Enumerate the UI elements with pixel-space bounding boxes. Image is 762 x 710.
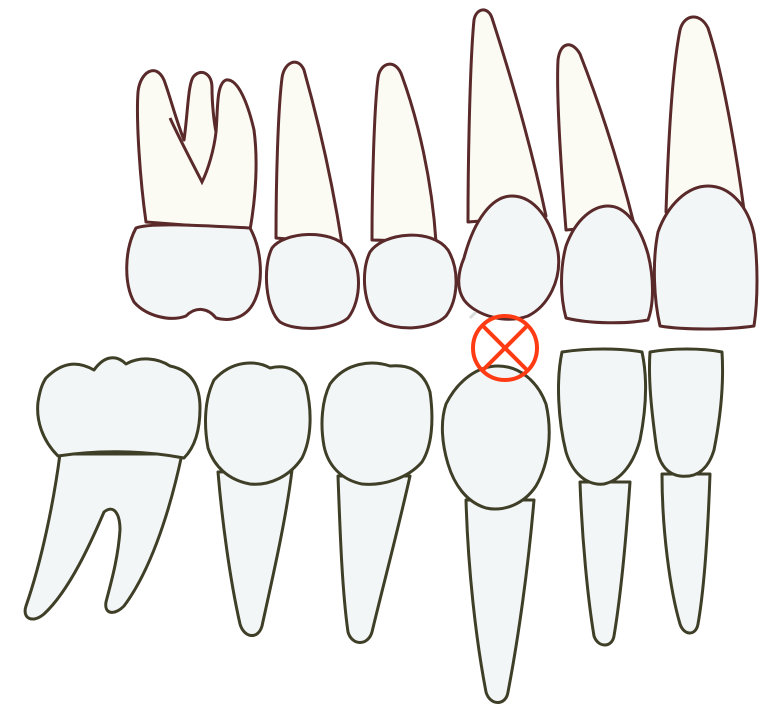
upper-first-molar-root	[137, 71, 256, 230]
lower-lateral-incisor-root	[580, 482, 630, 645]
lower-canine	[442, 366, 549, 703]
upper-first-molar-crown	[127, 225, 261, 320]
lower-arch	[25, 349, 722, 703]
upper-central-incisor	[654, 17, 757, 329]
lower-central-incisor	[649, 349, 722, 633]
lower-lateral-incisor	[559, 349, 646, 645]
lower-first-premolar-crown	[322, 363, 432, 484]
upper-second-premolar-crown	[266, 234, 358, 328]
upper-canine	[459, 10, 559, 319]
upper-central-incisor-root	[666, 17, 744, 212]
lower-first-premolar-root	[338, 476, 410, 643]
upper-first-premolar	[364, 64, 456, 328]
lower-first-molar-crown	[38, 358, 200, 458]
lower-lateral-incisor-crown	[559, 349, 646, 484]
upper-central-incisor-crown	[654, 186, 757, 329]
upper-lateral-incisor-root	[558, 45, 634, 230]
lower-first-molar	[25, 358, 200, 619]
lower-first-premolar	[322, 363, 432, 642]
upper-lateral-incisor	[558, 45, 653, 323]
lower-canine-crown	[442, 366, 549, 509]
lower-central-incisor-root	[662, 474, 710, 633]
upper-canine-root	[468, 10, 546, 222]
upper-first-premolar-crown	[364, 235, 456, 328]
upper-arch	[127, 10, 757, 329]
lower-canine-root	[466, 500, 534, 703]
upper-second-premolar-root	[276, 62, 342, 244]
upper-first-premolar-root	[372, 64, 436, 242]
lower-central-incisor-crown	[649, 349, 722, 476]
upper-first-molar	[127, 71, 261, 320]
lower-first-molar-root	[25, 454, 182, 619]
upper-second-premolar	[266, 62, 358, 328]
lower-second-premolar	[206, 363, 311, 636]
lower-second-premolar-crown	[206, 363, 311, 484]
lower-second-premolar-root	[218, 470, 292, 636]
